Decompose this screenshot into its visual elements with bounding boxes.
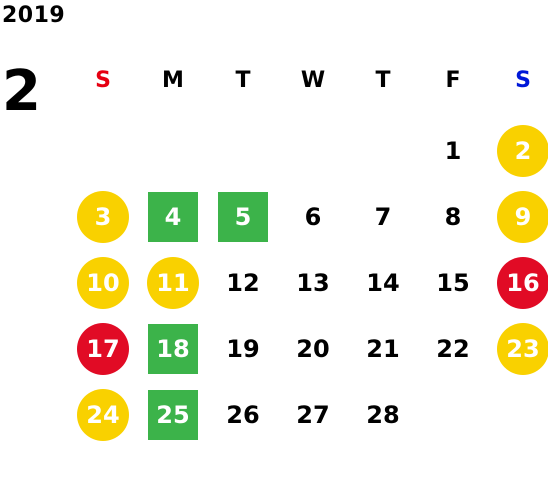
calendar-day-cell[interactable]: 14 — [348, 250, 418, 316]
calendar-day-number: 16 — [497, 257, 548, 309]
calendar-day-number: 5 — [218, 192, 268, 242]
calendar-day-cell[interactable]: 3 — [68, 184, 138, 250]
calendar-day-cell[interactable]: 24 — [68, 382, 138, 448]
weekday-header: S — [95, 68, 111, 93]
calendar-day-number: 4 — [148, 192, 198, 242]
calendar-day-cell[interactable]: 10 — [68, 250, 138, 316]
calendar-day-number: 28 — [366, 401, 400, 429]
calendar-year: 2019 — [2, 3, 66, 28]
calendar-day-cell[interactable]: 8 — [418, 184, 488, 250]
weekday-header: F — [445, 68, 461, 93]
calendar-day-cell[interactable]: 25 — [138, 382, 208, 448]
calendar-day-number: 3 — [77, 191, 129, 243]
calendar-day-cell[interactable]: 13 — [278, 250, 348, 316]
calendar-day-number: 8 — [444, 203, 462, 231]
calendar-day-number: 25 — [148, 390, 198, 440]
weekday-header: S — [515, 68, 531, 93]
calendar-day-cell[interactable]: 20 — [278, 316, 348, 382]
calendar-day-number: 21 — [366, 335, 400, 363]
calendar-month: 2 — [2, 59, 41, 124]
calendar-day-cell[interactable]: 17 — [68, 316, 138, 382]
weekday-header: T — [375, 68, 391, 93]
calendar-day-number: 19 — [226, 335, 260, 363]
calendar-day-number: 27 — [296, 401, 330, 429]
calendar-day-cell[interactable]: 12 — [208, 250, 278, 316]
calendar-day-number: 6 — [304, 203, 322, 231]
calendar-day-cell[interactable]: 27 — [278, 382, 348, 448]
calendar-day-cell[interactable]: 18 — [138, 316, 208, 382]
calendar-day-number: 20 — [296, 335, 330, 363]
weekday-header: T — [235, 68, 251, 93]
calendar-day-cell[interactable]: 11 — [138, 250, 208, 316]
calendar-day-cell[interactable]: 4 — [138, 184, 208, 250]
calendar-day-number: 26 — [226, 401, 260, 429]
calendar-day-cell[interactable]: 6 — [278, 184, 348, 250]
calendar-day-number: 10 — [77, 257, 129, 309]
calendar-day-number: 9 — [497, 191, 548, 243]
calendar-day-cell[interactable]: 5 — [208, 184, 278, 250]
calendar-day-number: 22 — [436, 335, 470, 363]
calendar-day-number: 14 — [366, 269, 400, 297]
calendar-day-cell[interactable]: 2 — [488, 118, 548, 184]
weekday-header: W — [300, 68, 326, 93]
calendar-day-number: 12 — [226, 269, 260, 297]
calendar-day-number: 23 — [497, 323, 548, 375]
calendar-day-cell[interactable]: 26 — [208, 382, 278, 448]
calendar-day-cell[interactable]: 23 — [488, 316, 548, 382]
calendar-day-cell[interactable]: 15 — [418, 250, 488, 316]
calendar-day-cell[interactable]: 1 — [418, 118, 488, 184]
calendar-day-number: 15 — [436, 269, 470, 297]
calendar-day-cell[interactable]: 9 — [488, 184, 548, 250]
calendar-day-number: 18 — [148, 324, 198, 374]
calendar-day-number: 17 — [77, 323, 129, 375]
calendar-day-number: 11 — [147, 257, 199, 309]
calendar-day-number: 24 — [77, 389, 129, 441]
calendar-day-number: 13 — [296, 269, 330, 297]
calendar-day-cell[interactable]: 16 — [488, 250, 548, 316]
calendar-day-cell[interactable]: 21 — [348, 316, 418, 382]
calendar-day-cell[interactable]: 7 — [348, 184, 418, 250]
calendar-day-number: 1 — [444, 137, 462, 165]
calendar-day-cell[interactable]: 19 — [208, 316, 278, 382]
calendar-day-cell[interactable]: 22 — [418, 316, 488, 382]
calendar-day-number: 2 — [497, 125, 548, 177]
calendar-day-number: 7 — [374, 203, 392, 231]
weekday-header: M — [162, 68, 184, 93]
calendar-day-cell[interactable]: 28 — [348, 382, 418, 448]
